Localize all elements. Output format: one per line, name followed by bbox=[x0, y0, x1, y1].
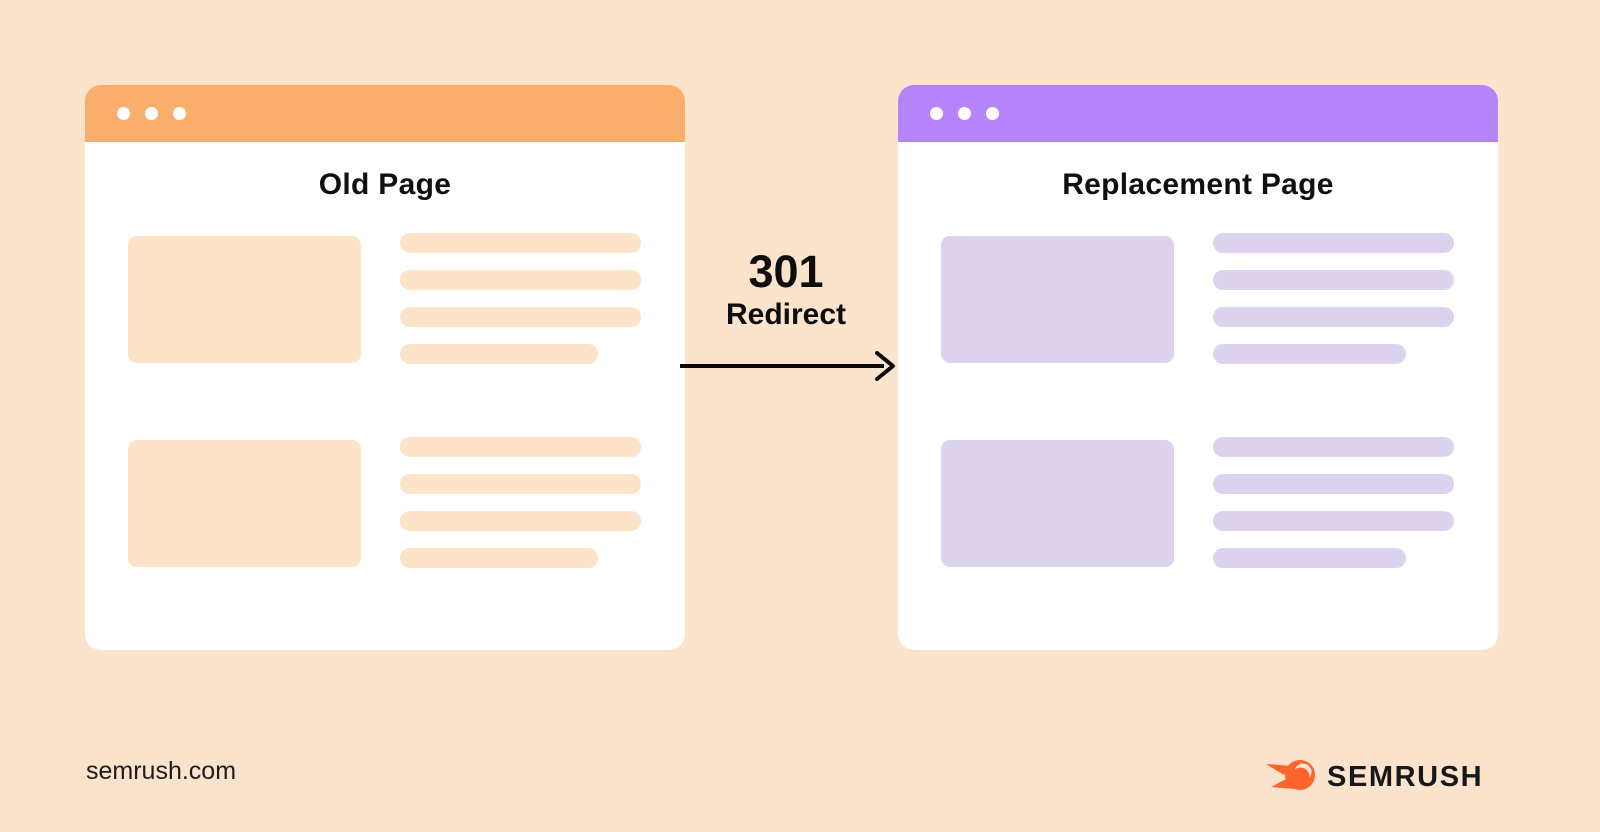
text-placeholder-line bbox=[1213, 437, 1454, 457]
window-dot bbox=[958, 107, 971, 120]
redirect-label-group: 301 Redirect bbox=[675, 249, 897, 331]
footer-site-label: semrush.com bbox=[86, 757, 237, 785]
content-row bbox=[941, 437, 1454, 585]
text-placeholder-line bbox=[1213, 270, 1454, 290]
text-placeholder-line bbox=[400, 307, 641, 327]
content-row bbox=[128, 233, 641, 381]
text-placeholder-line bbox=[400, 437, 641, 457]
text-placeholder-line bbox=[1213, 344, 1406, 364]
text-placeholder-lines bbox=[1213, 233, 1454, 381]
old-page-window: Old Page bbox=[85, 85, 685, 650]
text-placeholder-lines bbox=[400, 437, 641, 585]
text-placeholder-line bbox=[400, 548, 598, 568]
window-dot bbox=[173, 107, 186, 120]
text-placeholder-line bbox=[1213, 474, 1454, 494]
text-placeholder-line bbox=[400, 233, 641, 253]
window-dot bbox=[986, 107, 999, 120]
text-placeholder-line bbox=[400, 270, 641, 290]
semrush-logo: SEMRUSH bbox=[1266, 753, 1483, 802]
replacement-page-title: Replacement Page bbox=[1062, 168, 1334, 201]
window-dot bbox=[145, 107, 158, 120]
image-placeholder-block bbox=[941, 440, 1174, 567]
replacement-page-titlebar bbox=[898, 85, 1498, 142]
old-page-content bbox=[128, 233, 641, 641]
text-placeholder-line bbox=[1213, 233, 1454, 253]
old-page-titlebar bbox=[85, 85, 685, 142]
text-placeholder-line bbox=[400, 474, 641, 494]
redirect-word: Redirect bbox=[725, 298, 847, 331]
redirect-code: 301 bbox=[748, 246, 824, 297]
content-row bbox=[941, 233, 1454, 381]
text-placeholder-line bbox=[400, 344, 598, 364]
old-page-title: Old Page bbox=[318, 168, 452, 201]
window-dot bbox=[930, 107, 943, 120]
semrush-flame-icon bbox=[1266, 753, 1318, 802]
redirect-arrow-icon bbox=[678, 348, 900, 384]
image-placeholder-block bbox=[128, 236, 361, 363]
text-placeholder-line bbox=[1213, 548, 1406, 568]
text-placeholder-line bbox=[1213, 307, 1454, 327]
semrush-logo-text: SEMRUSH bbox=[1327, 761, 1484, 793]
image-placeholder-block bbox=[128, 440, 361, 567]
text-placeholder-lines bbox=[400, 233, 641, 381]
image-placeholder-block bbox=[941, 236, 1174, 363]
replacement-page-content bbox=[941, 233, 1454, 641]
text-placeholder-line bbox=[1213, 511, 1454, 531]
window-dot bbox=[117, 107, 130, 120]
replacement-page-window: Replacement Page bbox=[898, 85, 1498, 650]
text-placeholder-lines bbox=[1213, 437, 1454, 585]
text-placeholder-line bbox=[400, 511, 641, 531]
content-row bbox=[128, 437, 641, 585]
